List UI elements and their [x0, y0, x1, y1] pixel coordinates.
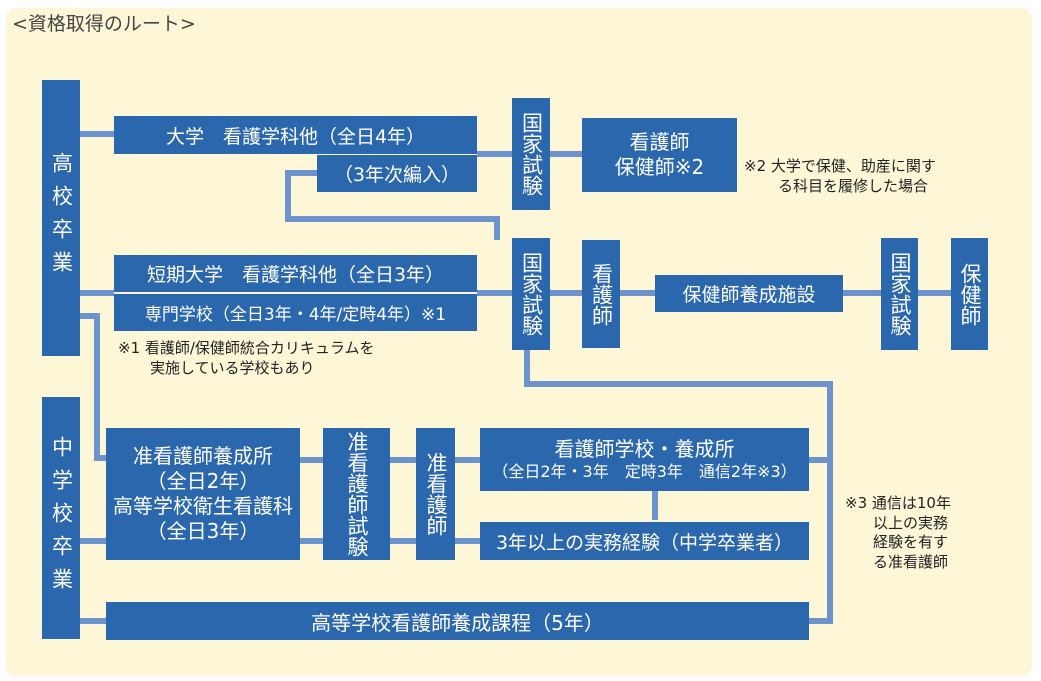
nurse-license-label: 看護師 — [629, 130, 690, 154]
note-1-line-1: ※1 看護師/保健師統合カリキュラムを — [118, 339, 375, 357]
national-exam-box-1: 国家試験 — [512, 98, 550, 210]
assoc-nurse-license-box: 准看護師 — [416, 428, 455, 560]
junior-college-route-box: 短期大学 看護学科他（全日3年） — [114, 255, 477, 292]
nursing-school-line-2: （全日2年・3年 定時3年 通信2年※3） — [492, 462, 797, 481]
hs-nursing-course-box: 高等学校看護師養成課程（5年） — [106, 602, 809, 640]
assoc-school-line-2: （全日2年） — [146, 469, 260, 493]
high-school-graduate-box: 高校卒業 — [42, 80, 80, 356]
diagram-caption: <資格取得のルート> — [12, 13, 196, 35]
work-experience-box: 3年以上の実務経験（中学卒業者） — [480, 522, 809, 560]
note-3-line-4: る准看護師 — [873, 552, 949, 571]
note-3-line-1: ※3 通信は10年 — [845, 494, 951, 512]
nursing-school-box: 看護師学校・養成所 （全日2年・3年 定時3年 通信2年※3） — [480, 428, 809, 491]
assoc-school-line-3: 高等学校衛生看護科 — [113, 494, 293, 518]
transfer-route-box: （3年次編入） — [317, 155, 477, 192]
assoc-nurse-school-box: 准看護師養成所 （全日2年） 高等学校衛生看護科 （全日3年） — [106, 428, 300, 560]
note-2: ※2 大学で保健、助産に関す る科目を履修した場合 — [744, 156, 936, 197]
nursing-school-line-1: 看護師学校・養成所 — [554, 437, 735, 461]
note-3-line-3: 経験を有す — [873, 533, 949, 551]
national-exam-box-3: 国家試験 — [881, 238, 918, 350]
nurse-license-box: 看護師 — [582, 240, 620, 348]
note-1: ※1 看護師/保健師統合カリキュラムを 実施している学校もあり — [118, 338, 375, 379]
note-3: ※3 通信は10年 以上の実務 経験を有す る准看護師 — [845, 494, 951, 572]
vocational-school-route-box: 専門学校（全日3年・4年/定時4年）※1 — [114, 294, 477, 331]
phn-training-facility-box: 保健師養成施設 — [655, 275, 843, 312]
assoc-school-line-4: （全日3年） — [146, 519, 260, 543]
national-exam-box-2: 国家試験 — [512, 238, 550, 350]
note-3-line-2: 以上の実務 — [873, 513, 949, 532]
middle-school-graduate-box: 中学校卒業 — [42, 397, 80, 639]
note-2-line-1: ※2 大学で保健、助産に関す — [744, 157, 936, 175]
phn-license-label: 保健師※2 — [614, 155, 705, 179]
nurse-phn-license-box: 看護師 保健師※2 — [582, 118, 737, 192]
assoc-school-line-1: 准看護師養成所 — [133, 444, 273, 468]
university-route-box: 大学 看護学科他（全日4年） — [114, 116, 477, 154]
note-2-line-2: る科目を履修した場合 — [778, 177, 929, 196]
phn-license-box: 保健師 — [951, 238, 988, 350]
note-1-line-2: 実施している学校もあり — [150, 359, 315, 378]
assoc-nurse-exam-box: 准看護師試験 — [323, 428, 390, 560]
